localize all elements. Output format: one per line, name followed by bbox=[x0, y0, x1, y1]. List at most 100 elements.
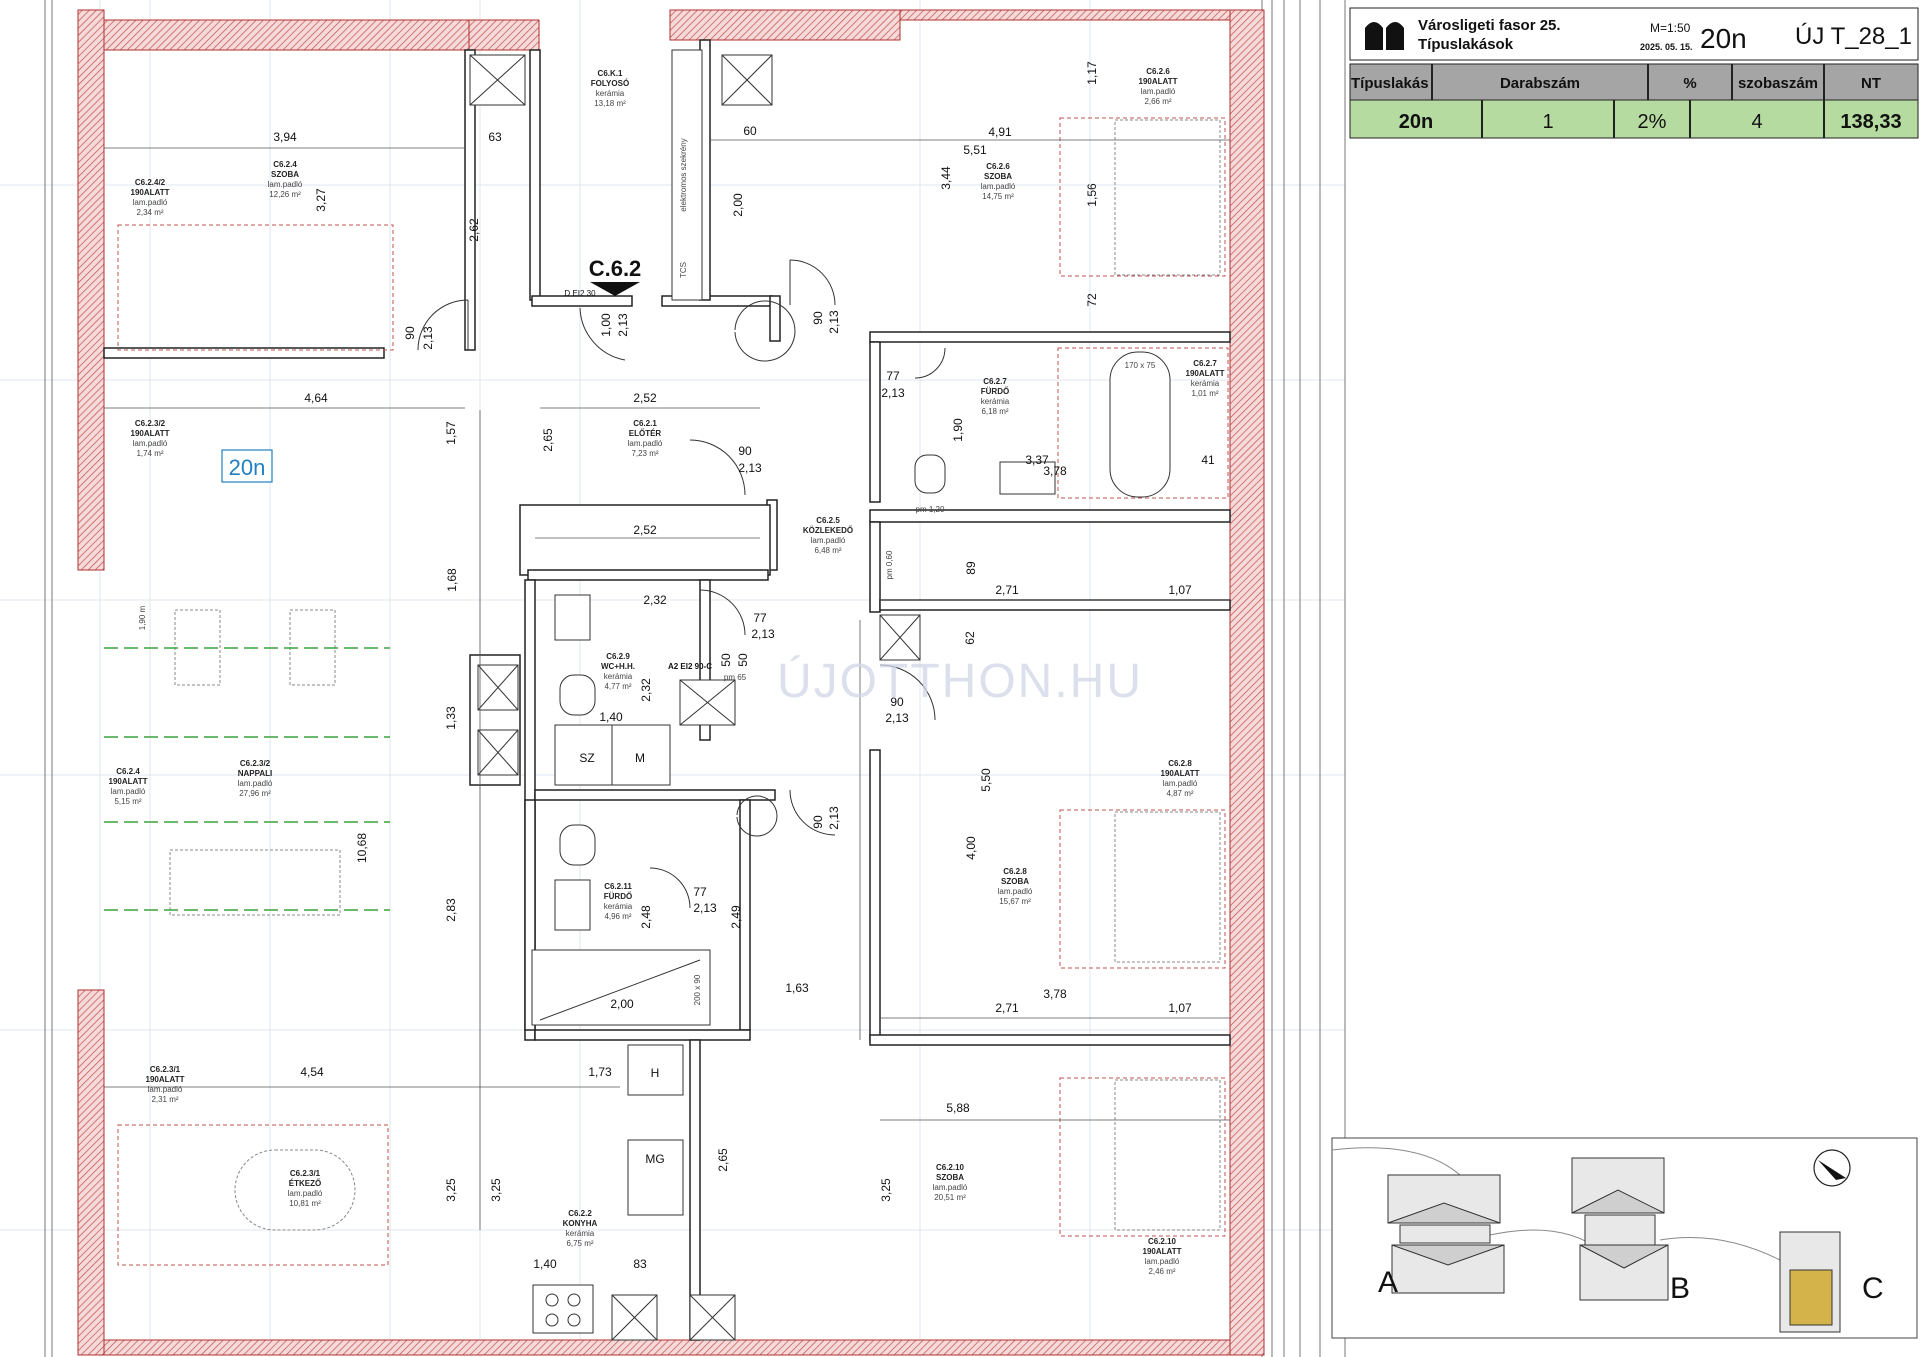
fridge-label: H bbox=[651, 1066, 660, 1080]
pm-label: pm 65 bbox=[724, 673, 747, 682]
dim-label: 3,78 bbox=[1043, 987, 1067, 1001]
svg-text:7,23 m²: 7,23 m² bbox=[631, 449, 658, 458]
svg-text:C6.2.8: C6.2.8 bbox=[1003, 867, 1027, 876]
dim-label: 1,63 bbox=[785, 981, 809, 995]
svg-text:4,87 m²: 4,87 m² bbox=[1166, 789, 1193, 798]
dim-label: 83 bbox=[633, 1257, 647, 1271]
svg-text:kerámia: kerámia bbox=[604, 672, 633, 681]
svg-text:kerámia: kerámia bbox=[1191, 379, 1220, 388]
dim-label: 1,56 bbox=[1085, 183, 1099, 207]
dim-label: 1,00 bbox=[599, 313, 613, 337]
dim-label: 3,78 bbox=[1043, 464, 1067, 478]
svg-text:2,46 m²: 2,46 m² bbox=[1148, 1267, 1175, 1276]
svg-text:lam.padló: lam.padló bbox=[981, 182, 1016, 191]
shaft-label: TCS bbox=[679, 262, 688, 278]
svg-text:2,31 m²: 2,31 m² bbox=[151, 1095, 178, 1104]
svg-text:kerámia: kerámia bbox=[604, 902, 633, 911]
dim-label: 60 bbox=[743, 124, 757, 138]
dim-label: 4,54 bbox=[300, 1065, 324, 1079]
svg-text:ELŐTÉR: ELŐTÉR bbox=[629, 429, 662, 438]
svg-text:NAPPALI: NAPPALI bbox=[238, 769, 273, 778]
svg-text:190ALATT: 190ALATT bbox=[1143, 1247, 1182, 1256]
dim-label: 3,44 bbox=[939, 166, 953, 190]
headroom-label: 1,90 m bbox=[138, 605, 147, 630]
table-header: NT bbox=[1861, 75, 1881, 92]
site-label-c: C bbox=[1862, 1272, 1884, 1305]
svg-text:lam.padló: lam.padló bbox=[238, 779, 273, 788]
svg-text:WC+H.H.: WC+H.H. bbox=[601, 662, 635, 671]
dim-label: 2,13 bbox=[827, 310, 841, 334]
svg-text:C6.2.6: C6.2.6 bbox=[986, 162, 1010, 171]
svg-text:lam.padló: lam.padló bbox=[628, 439, 663, 448]
dim-label: 90 bbox=[738, 444, 752, 458]
svg-text:SZOBA: SZOBA bbox=[936, 1173, 964, 1182]
svg-text:13,18 m²: 13,18 m² bbox=[594, 99, 626, 108]
svg-text:lam.padló: lam.padló bbox=[111, 787, 146, 796]
dim-label: 1,07 bbox=[1168, 583, 1192, 597]
svg-text:4,77 m²: 4,77 m² bbox=[604, 682, 631, 691]
svg-text:SZOBA: SZOBA bbox=[984, 172, 1012, 181]
scale-label: M=1:50 bbox=[1650, 21, 1691, 35]
pm-label: pm 0,60 bbox=[885, 550, 894, 579]
dim-label: 3,37 bbox=[1025, 453, 1049, 467]
svg-text:C6.2.4/2: C6.2.4/2 bbox=[135, 178, 166, 187]
shafts bbox=[469, 49, 921, 1341]
svg-text:27,96 m²: 27,96 m² bbox=[239, 789, 271, 798]
dim-label: 50 bbox=[719, 653, 733, 667]
tub-size: 200 x 90 bbox=[693, 974, 702, 1005]
dim-label: 1,07 bbox=[1168, 1001, 1192, 1015]
svg-text:C6.2.7: C6.2.7 bbox=[1193, 359, 1217, 368]
svg-text:C6.2.9: C6.2.9 bbox=[606, 652, 630, 661]
svg-text:lam.padló: lam.padló bbox=[1145, 1257, 1180, 1266]
dim-label: 2,13 bbox=[738, 461, 762, 475]
dim-label: 2,48 bbox=[639, 905, 653, 929]
svg-text:6,18 m²: 6,18 m² bbox=[981, 407, 1008, 416]
building-b bbox=[1571, 1157, 1669, 1301]
svg-text:2,66 m²: 2,66 m² bbox=[1144, 97, 1171, 106]
svg-text:C6.2.3/1: C6.2.3/1 bbox=[290, 1169, 321, 1178]
dim-label: 2,00 bbox=[610, 997, 634, 1011]
svg-text:kerámia: kerámia bbox=[566, 1229, 595, 1238]
svg-text:C6.2.11: C6.2.11 bbox=[604, 882, 632, 891]
dim-label: 3,25 bbox=[489, 1178, 503, 1202]
table-header: Típuslakás bbox=[1351, 75, 1429, 92]
table-header: szobaszám bbox=[1738, 75, 1818, 92]
hatched-walls bbox=[77, 9, 1265, 1356]
dim-label: 5,50 bbox=[979, 768, 993, 792]
svg-text:lam.padló: lam.padló bbox=[998, 887, 1033, 896]
svg-text:C6.2.10: C6.2.10 bbox=[1148, 1237, 1177, 1246]
svg-text:lam.padló: lam.padló bbox=[811, 536, 846, 545]
dimension-lines bbox=[104, 139, 1230, 1230]
svg-text:190ALATT: 190ALATT bbox=[1161, 769, 1200, 778]
pm-label: pm 1,20 bbox=[916, 505, 945, 514]
svg-text:C6.2.1: C6.2.1 bbox=[633, 419, 657, 428]
svg-text:5,15 m²: 5,15 m² bbox=[114, 797, 141, 806]
site-label-a: A bbox=[1378, 1266, 1398, 1299]
fixture-labels: SZ M H MG 170 x 75 200 x 90 elektromos s… bbox=[138, 138, 1156, 1166]
dim-label: 3,94 bbox=[273, 130, 297, 144]
interior-walls bbox=[103, 39, 1231, 1341]
dim-label: 2,65 bbox=[541, 428, 555, 452]
dim-label: 1,17 bbox=[1085, 61, 1099, 85]
dim-label: 4,91 bbox=[988, 125, 1012, 139]
dim-label: 5,51 bbox=[963, 143, 987, 157]
dim-label: 90 bbox=[403, 326, 417, 340]
svg-text:ÉTKEZŐ: ÉTKEZŐ bbox=[289, 1179, 321, 1188]
dim-label: 2,32 bbox=[639, 678, 653, 702]
svg-text:C6.2.8: C6.2.8 bbox=[1168, 759, 1192, 768]
svg-text:lam.padló: lam.padló bbox=[288, 1189, 323, 1198]
svg-text:kerámia: kerámia bbox=[981, 397, 1010, 406]
svg-text:12,26 m²: 12,26 m² bbox=[269, 190, 301, 199]
beam-lines bbox=[104, 647, 390, 911]
dishwasher-label: MG bbox=[645, 1152, 664, 1166]
table-header: % bbox=[1683, 75, 1696, 92]
dim-label: 2,52 bbox=[633, 391, 657, 405]
dim-label: 77 bbox=[693, 885, 707, 899]
